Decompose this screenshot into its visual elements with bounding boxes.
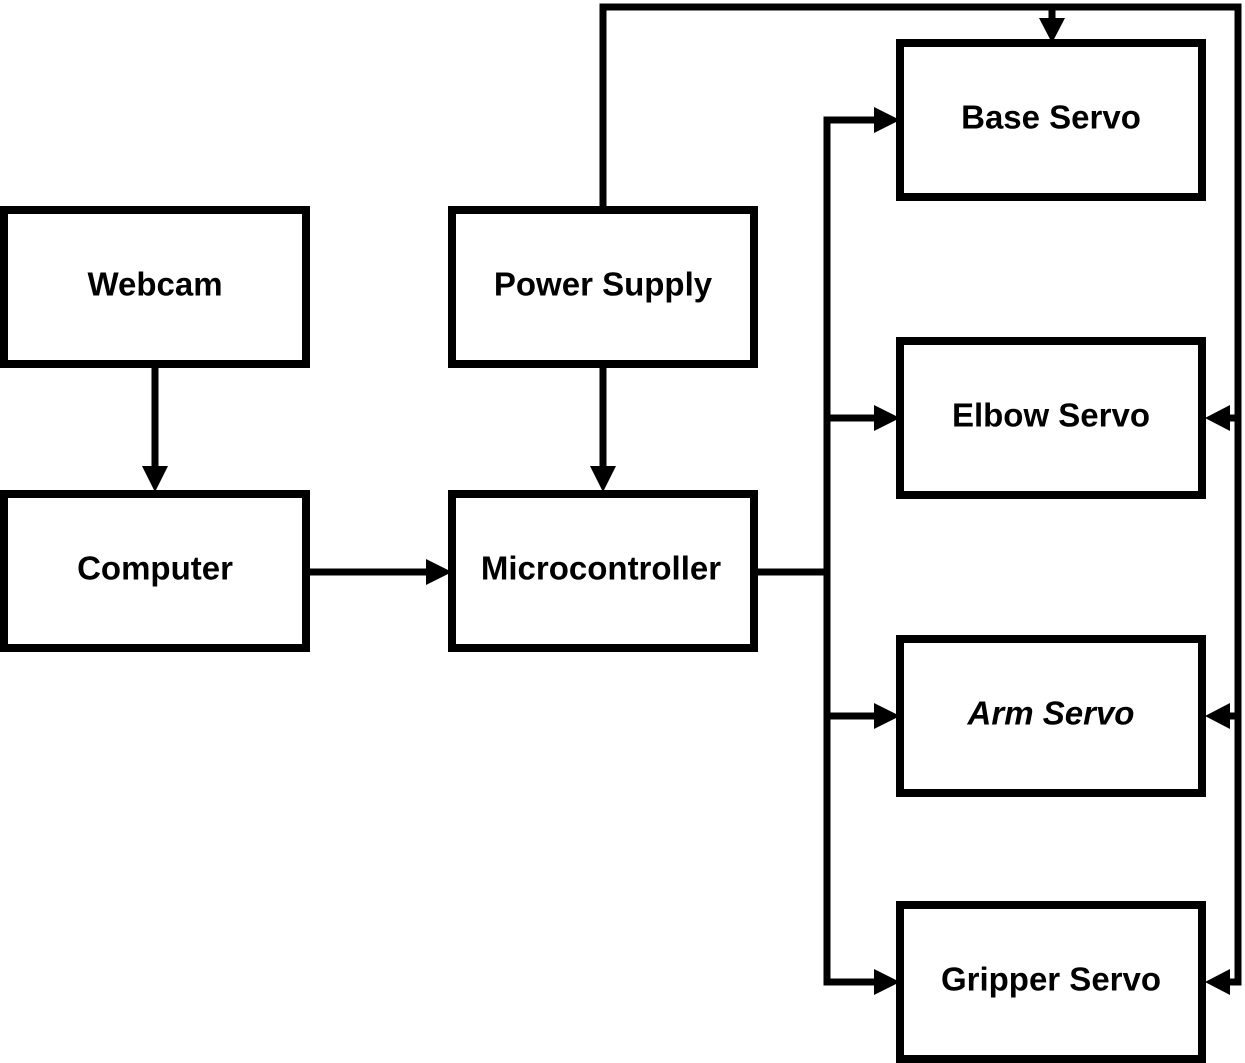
arrowhead-arm-servo-right (1205, 703, 1230, 729)
node-arm-servo: Arm Servo (896, 635, 1206, 797)
node-computer: Computer (0, 490, 310, 652)
arrowhead-microcontroller-top (590, 466, 616, 492)
arrowhead-base-servo-left (874, 107, 900, 133)
connector-power-top-rail (599, 3, 1242, 986)
node-microcontroller-label: Microcontroller (481, 550, 721, 587)
node-power-supply: Power Supply (448, 206, 758, 368)
node-webcam-label: Webcam (87, 266, 222, 303)
node-base-servo: Base Servo (896, 39, 1206, 201)
arrowhead-gripper-servo-right (1205, 969, 1230, 995)
node-gripper-servo-label: Gripper Servo (941, 961, 1161, 998)
arrowhead-base-servo-top (1039, 18, 1065, 43)
node-computer-label: Computer (77, 550, 233, 587)
arrowhead-elbow-servo-left (874, 405, 900, 431)
node-elbow-servo-label: Elbow Servo (952, 397, 1150, 434)
arrowhead-arm-servo-left (874, 703, 900, 729)
node-elbow-servo: Elbow Servo (896, 337, 1206, 499)
arrowhead-microcontroller-left (426, 559, 452, 585)
arrowhead-elbow-servo-right (1205, 405, 1230, 431)
node-power-supply-label: Power Supply (494, 266, 713, 303)
node-microcontroller: Microcontroller (448, 490, 758, 652)
arrowhead-gripper-servo-left (874, 969, 900, 995)
node-gripper-servo: Gripper Servo (896, 901, 1206, 1063)
node-base-servo-label: Base Servo (961, 99, 1141, 136)
node-arm-servo-label: Arm Servo (967, 695, 1135, 732)
arrowhead-computer-top (142, 466, 168, 492)
node-webcam: Webcam (0, 206, 310, 368)
